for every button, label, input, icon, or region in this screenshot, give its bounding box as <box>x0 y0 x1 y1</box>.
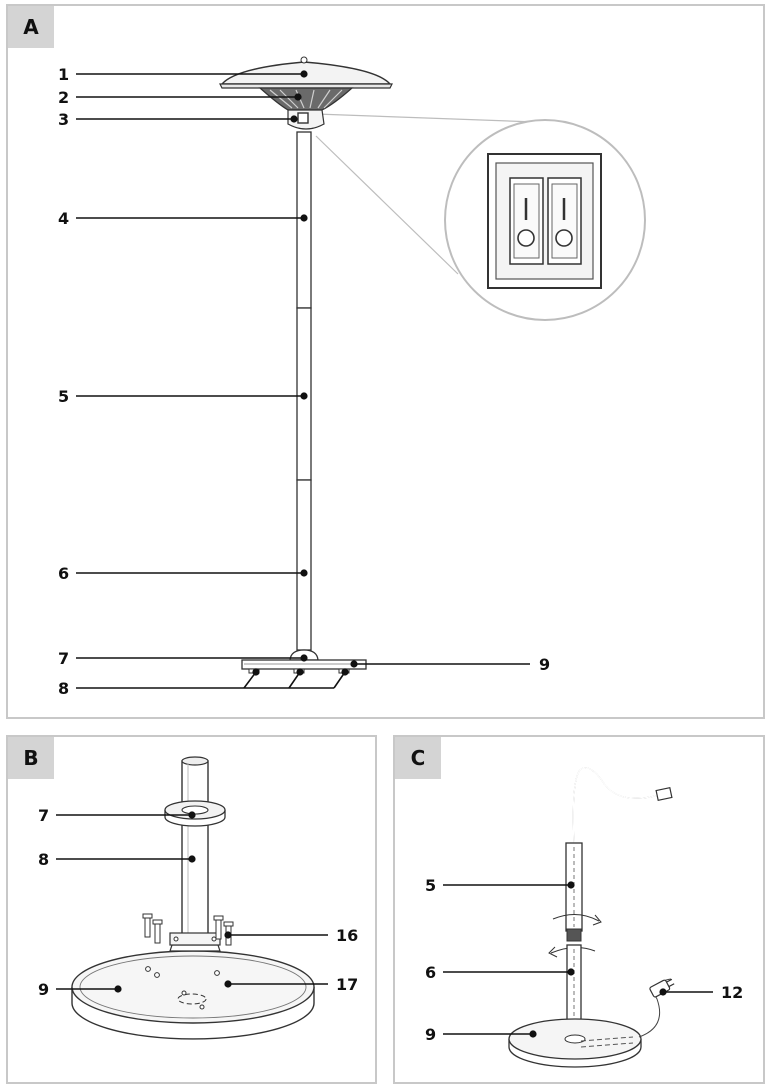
callout-a-5: 5 <box>58 387 308 406</box>
pole-segment-lower <box>296 479 312 651</box>
callout-a-6: 6 <box>58 564 308 583</box>
callout-a-9: 9 <box>350 655 550 674</box>
callout-b-7: 7 <box>38 806 196 825</box>
callout-a-5-text: 5 <box>58 387 69 406</box>
callout-a-3-text: 3 <box>58 110 69 129</box>
switch-detail-zoom <box>444 119 646 321</box>
callout-a-8-text: 8 <box>58 679 69 698</box>
connector-plug-top <box>655 786 673 802</box>
panel-a: A <box>6 4 765 719</box>
callout-c-5: 5 <box>425 876 575 895</box>
heating-element <box>258 87 354 111</box>
callout-b-8-text: 8 <box>38 850 49 869</box>
callout-b-9: 9 <box>38 980 122 999</box>
zoom-line-top <box>315 113 537 123</box>
callout-b-17-text: 17 <box>336 975 358 994</box>
callout-a-3: 3 <box>58 110 298 129</box>
pole <box>296 131 312 651</box>
callout-a-1-text: 1 <box>58 65 69 84</box>
tube <box>181 756 209 946</box>
callout-c-12-text: 12 <box>721 983 743 1002</box>
callout-a-4: 4 <box>58 209 308 228</box>
callout-b-16: 16 <box>224 926 358 945</box>
collar <box>164 800 226 827</box>
tube-joint <box>566 928 582 942</box>
callout-b-17: 17 <box>224 975 358 994</box>
callout-a-8: 8 <box>58 668 349 698</box>
rocker-switch-right <box>547 177 582 265</box>
callout-b-7-text: 7 <box>38 806 49 825</box>
callout-c-6: 6 <box>425 963 575 982</box>
mounting-flange <box>169 932 221 952</box>
callout-c-12: 12 <box>659 983 743 1002</box>
power-cable-top <box>572 767 660 846</box>
panel-a-drawing: 1 2 3 4 5 6 7 8 <box>58 56 646 698</box>
callout-c-9-text: 9 <box>425 1025 436 1044</box>
callout-c-5-text: 5 <box>425 876 436 895</box>
rocker-switch-left <box>509 177 544 265</box>
callout-c-9: 9 <box>425 1025 537 1044</box>
panel-c-label: C <box>395 737 441 779</box>
callout-a-2: 2 <box>58 88 302 107</box>
screws <box>142 913 234 978</box>
panel-a-label: A <box>8 6 54 48</box>
panel-b-drawing: 7 8 16 17 9 <box>38 756 358 1040</box>
callout-b-16-text: 16 <box>336 926 358 945</box>
panel-b-label: B <box>8 737 54 779</box>
callout-b-8: 8 <box>38 850 196 869</box>
callout-a-6-text: 6 <box>58 564 69 583</box>
base-disc <box>508 1018 642 1068</box>
callout-a-9-text: 9 <box>539 655 550 674</box>
callout-a-7-text: 7 <box>58 649 69 668</box>
callout-c-6-text: 6 <box>425 963 436 982</box>
panel-b: B <box>6 735 377 1084</box>
callout-a-7: 7 <box>58 649 308 668</box>
callout-a-4-text: 4 <box>58 209 69 228</box>
panel-c: C 5 <box>393 735 765 1084</box>
base-disc <box>71 950 315 1040</box>
callout-a-2-text: 2 <box>58 88 69 107</box>
panel-c-drawing: 5 6 9 12 <box>425 767 743 1068</box>
callout-a-1: 1 <box>58 65 308 84</box>
zoom-line-bottom <box>315 135 459 275</box>
callout-b-9-text: 9 <box>38 980 49 999</box>
